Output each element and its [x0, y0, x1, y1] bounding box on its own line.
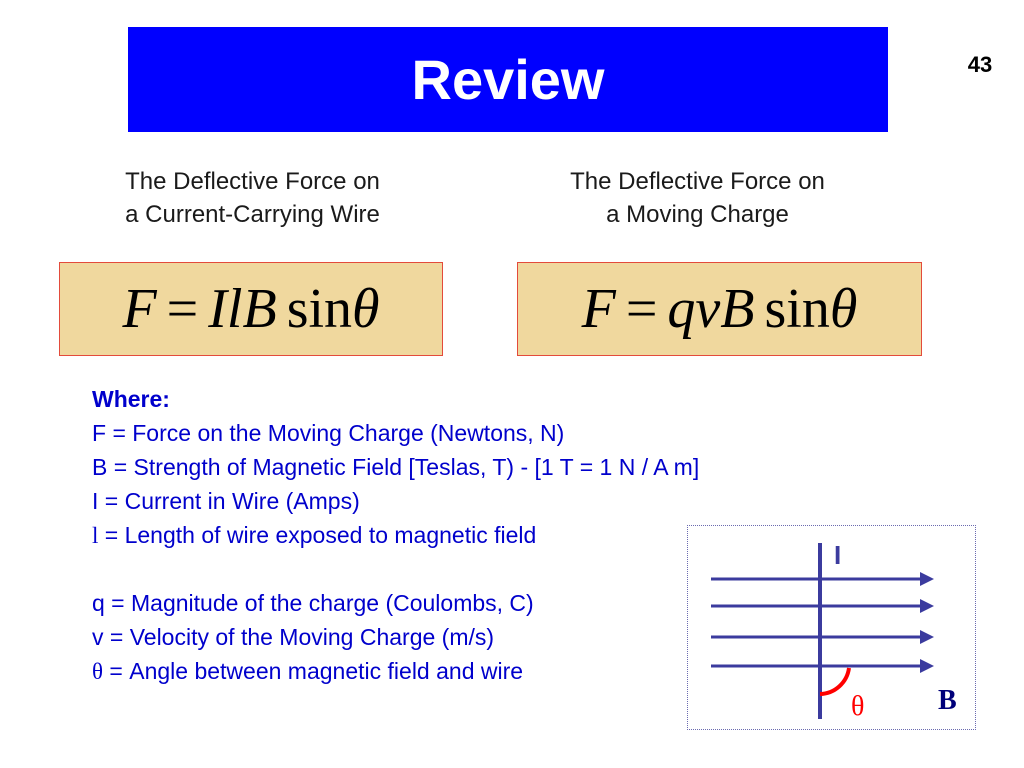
charge-force-formula: F = q v B sin θ [517, 262, 922, 356]
formula-symbol-I: I [208, 278, 227, 340]
charge-force-caption: The Deflective Force on a Moving Charge [510, 165, 885, 231]
formula-symbol-theta: θ [829, 278, 858, 340]
field-label: B [938, 685, 957, 716]
definition-charge: q = Magnitude of the charge (Coulombs, C… [92, 590, 534, 616]
formula-equals: = [625, 278, 658, 340]
formula-symbol-F: F [122, 278, 157, 340]
angle-arc [819, 667, 851, 696]
definition-velocity: v = Velocity of the Moving Charge (m/s) [92, 624, 495, 650]
charge-force-caption-line2: a Moving Charge [606, 201, 789, 228]
definitions-heading: Where: [92, 386, 170, 412]
formula-equals: = [166, 278, 199, 340]
definition-magnetic-field: B = Strength of Magnetic Field [Teslas, … [92, 454, 700, 480]
variable-definitions: Where: F = Force on the Moving Charge (N… [92, 382, 699, 688]
slide-number: 43 [967, 52, 993, 77]
formula-symbol-l: l [226, 278, 243, 340]
formula-symbol-q: q [667, 278, 696, 340]
formula-symbol-v: v [695, 278, 721, 340]
field-line-1-arrowhead [920, 572, 934, 586]
wire-force-caption: The Deflective Force on a Current-Carryi… [60, 165, 445, 231]
field-line-2-arrowhead [920, 599, 934, 613]
wire-force-caption-line2: a Current-Carrying Wire [125, 201, 380, 228]
angle-label: θ [851, 691, 864, 722]
formula-symbol-B: B [720, 278, 755, 340]
diagram-svg: I θ B [711, 540, 957, 722]
formula-symbol-F: F [581, 278, 616, 340]
definition-force: F = Force on the Moving Charge (Newtons,… [92, 420, 565, 446]
wire-force-caption-line1: The Deflective Force on [125, 168, 380, 195]
formula-symbol-theta: θ [352, 278, 380, 340]
slide-title-bar: Review [128, 27, 888, 132]
definitions-spacer [92, 552, 699, 586]
angle-text: = Angle between magnetic field and wire [103, 658, 524, 684]
definition-current: I = Current in Wire (Amps) [92, 488, 360, 514]
slide-title: Review [411, 48, 605, 111]
field-line-4-arrowhead [920, 659, 934, 673]
formula-symbol-B: B [242, 278, 277, 340]
definition-length: l = Length of wire exposed to magnetic f… [92, 518, 699, 552]
wire-force-formula: F = I l B sin θ [59, 262, 443, 356]
formula-sin: sin [286, 278, 353, 340]
definition-angle: θ = Angle between magnetic field and wir… [92, 654, 699, 688]
length-symbol: l [92, 523, 99, 548]
field-line-3-arrowhead [920, 630, 934, 644]
wire-field-diagram: I θ B [687, 525, 976, 730]
angle-symbol: θ [92, 659, 104, 684]
wire-label: I [834, 540, 841, 570]
length-text: = Length of wire exposed to magnetic fie… [98, 522, 537, 548]
magnetic-field-lines [711, 572, 934, 673]
formula-sin: sin [764, 278, 830, 340]
charge-force-caption-line1: The Deflective Force on [570, 168, 825, 195]
